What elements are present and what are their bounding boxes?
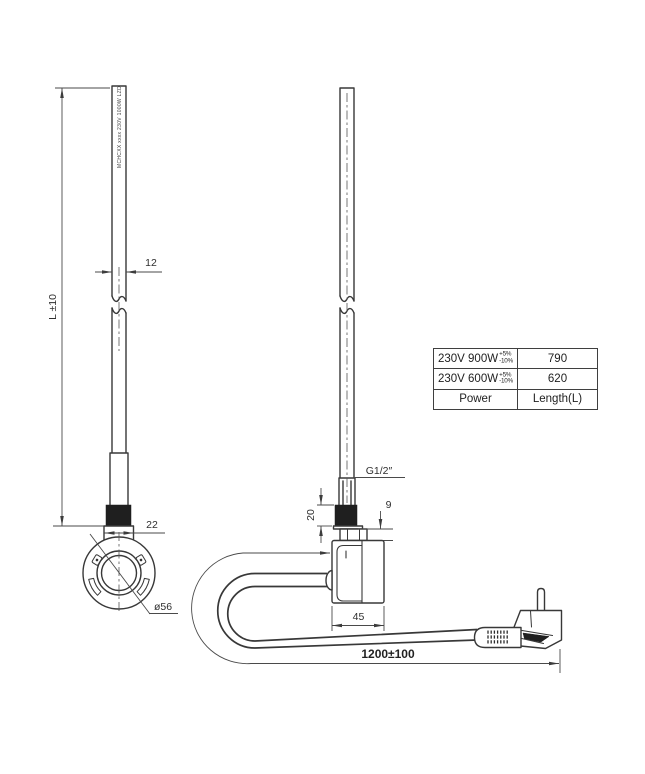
thread-spec-text: G1/2″ — [366, 465, 393, 477]
dimension-flange-diameter: ø56 — [89, 533, 178, 615]
heating-rod-lower — [109, 307, 129, 506]
heating-rod-outline — [111, 85, 127, 302]
dim-label-rod-diameter: 12 — [145, 257, 157, 269]
cable-inner — [226, 585, 478, 642]
dimension-housing-width: 45 — [331, 606, 385, 631]
table-row: 230V 900W +5% -10% 790 — [434, 349, 597, 369]
flange-slot-right — [136, 577, 150, 596]
table-header-row: Power Length(L) — [434, 388, 597, 409]
tolerance-stack: +5% -10% — [499, 371, 513, 385]
length-header-cell: Length(L) — [532, 393, 583, 406]
hex-nut — [339, 528, 368, 542]
flange-screw-right — [135, 554, 147, 566]
tolerance-stack: +5% -10% — [499, 350, 513, 365]
side-view: MCHCXX xxxx 230V 1000W LZD 12 L ±10 22 — [47, 85, 178, 615]
flange-screw-left — [91, 554, 103, 566]
power-spec-text: 230V 900W — [437, 352, 499, 365]
thread-spec-label: G1/2″ — [353, 465, 405, 478]
dimension-rod-diameter: 12 — [95, 257, 162, 274]
rod-marking-text: MCHCXX xxxx 230V 1000W LZD — [117, 86, 123, 168]
spec-table: 230V 900W +5% -10% 790 230V 600W +5% -10… — [433, 348, 598, 410]
length-value-cell: 790 — [547, 352, 568, 365]
plug-earth-pin — [536, 587, 546, 612]
mains-plug — [473, 587, 563, 650]
power-spec-cell: 230V 600W +5% -10% — [434, 369, 518, 389]
front-thread-section — [334, 504, 358, 527]
front-rod-outline — [339, 87, 355, 302]
length-value-cell: 620 — [547, 372, 568, 385]
dim-label-element-length: L ±10 — [47, 294, 59, 320]
power-spec-text: 230V 600W — [437, 372, 499, 385]
dim-label-thread-length: 20 — [305, 509, 317, 521]
control-housing — [325, 539, 385, 604]
dimension-cable-length: 1200±100 — [191, 551, 561, 673]
strain-relief-ribs — [487, 630, 508, 645]
dimension-element-length: L ±10 — [47, 87, 110, 527]
power-header-cell: Power — [434, 389, 518, 409]
cable-outer — [216, 572, 478, 649]
thread-section — [105, 504, 132, 527]
dim-label-housing-width: 45 — [353, 611, 365, 623]
dim-label-cable-length: 1200±100 — [361, 647, 415, 661]
dim-label-nut-height: 9 — [386, 499, 392, 511]
dim-label-flange-diameter: ø56 — [154, 601, 172, 613]
flange-slot-left — [88, 577, 102, 596]
front-rod-lower — [338, 307, 356, 506]
dimension-thread-length: 20 — [305, 488, 334, 543]
dim-label-collar-width: 22 — [146, 519, 158, 531]
table-row: 230V 600W +5% -10% 620 — [434, 368, 597, 389]
power-spec-cell: 230V 900W +5% -10% — [434, 349, 518, 369]
front-view: G1/2″ 20 9 — [191, 87, 563, 673]
